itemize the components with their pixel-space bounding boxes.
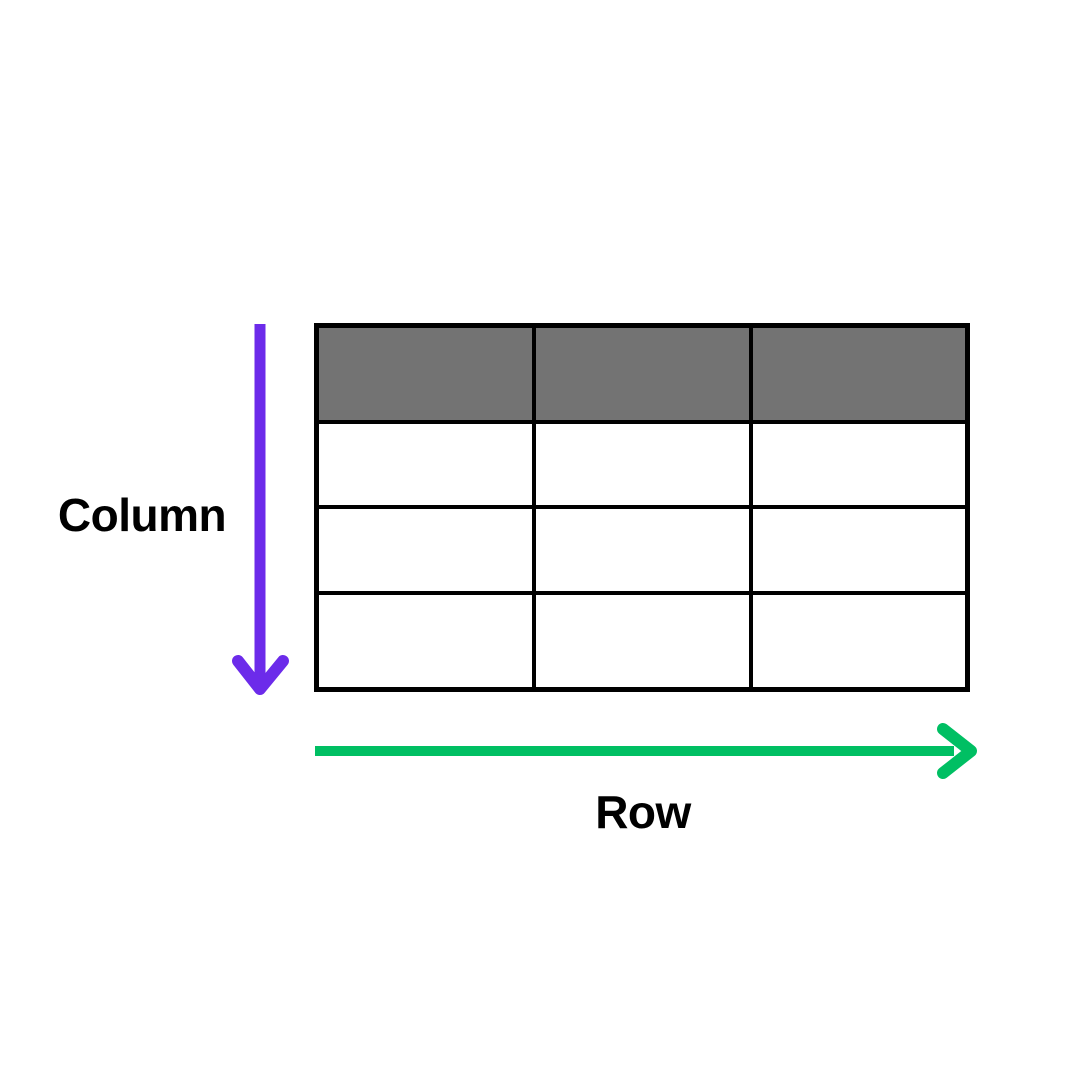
table-row <box>314 591 970 692</box>
body-cell <box>314 505 536 596</box>
row-arrow-icon <box>315 723 977 779</box>
header-cell <box>748 323 970 424</box>
column-axis-label: Column <box>57 489 227 541</box>
body-cell <box>531 591 753 692</box>
body-cell <box>314 419 536 510</box>
table-row <box>314 419 970 510</box>
header-cell <box>314 323 536 424</box>
body-cell <box>531 505 753 596</box>
header-cell <box>531 323 753 424</box>
table-row <box>314 505 970 596</box>
table <box>314 323 970 692</box>
grid-body <box>314 323 970 692</box>
row-arrow-head <box>937 723 977 779</box>
table-row <box>314 323 970 424</box>
body-cell <box>748 419 970 510</box>
body-cell <box>748 505 970 596</box>
row-axis-label: Row <box>595 786 691 838</box>
body-cell <box>748 591 970 692</box>
body-cell <box>531 419 753 510</box>
body-cell <box>314 591 536 692</box>
column-arrow-head <box>232 655 289 695</box>
